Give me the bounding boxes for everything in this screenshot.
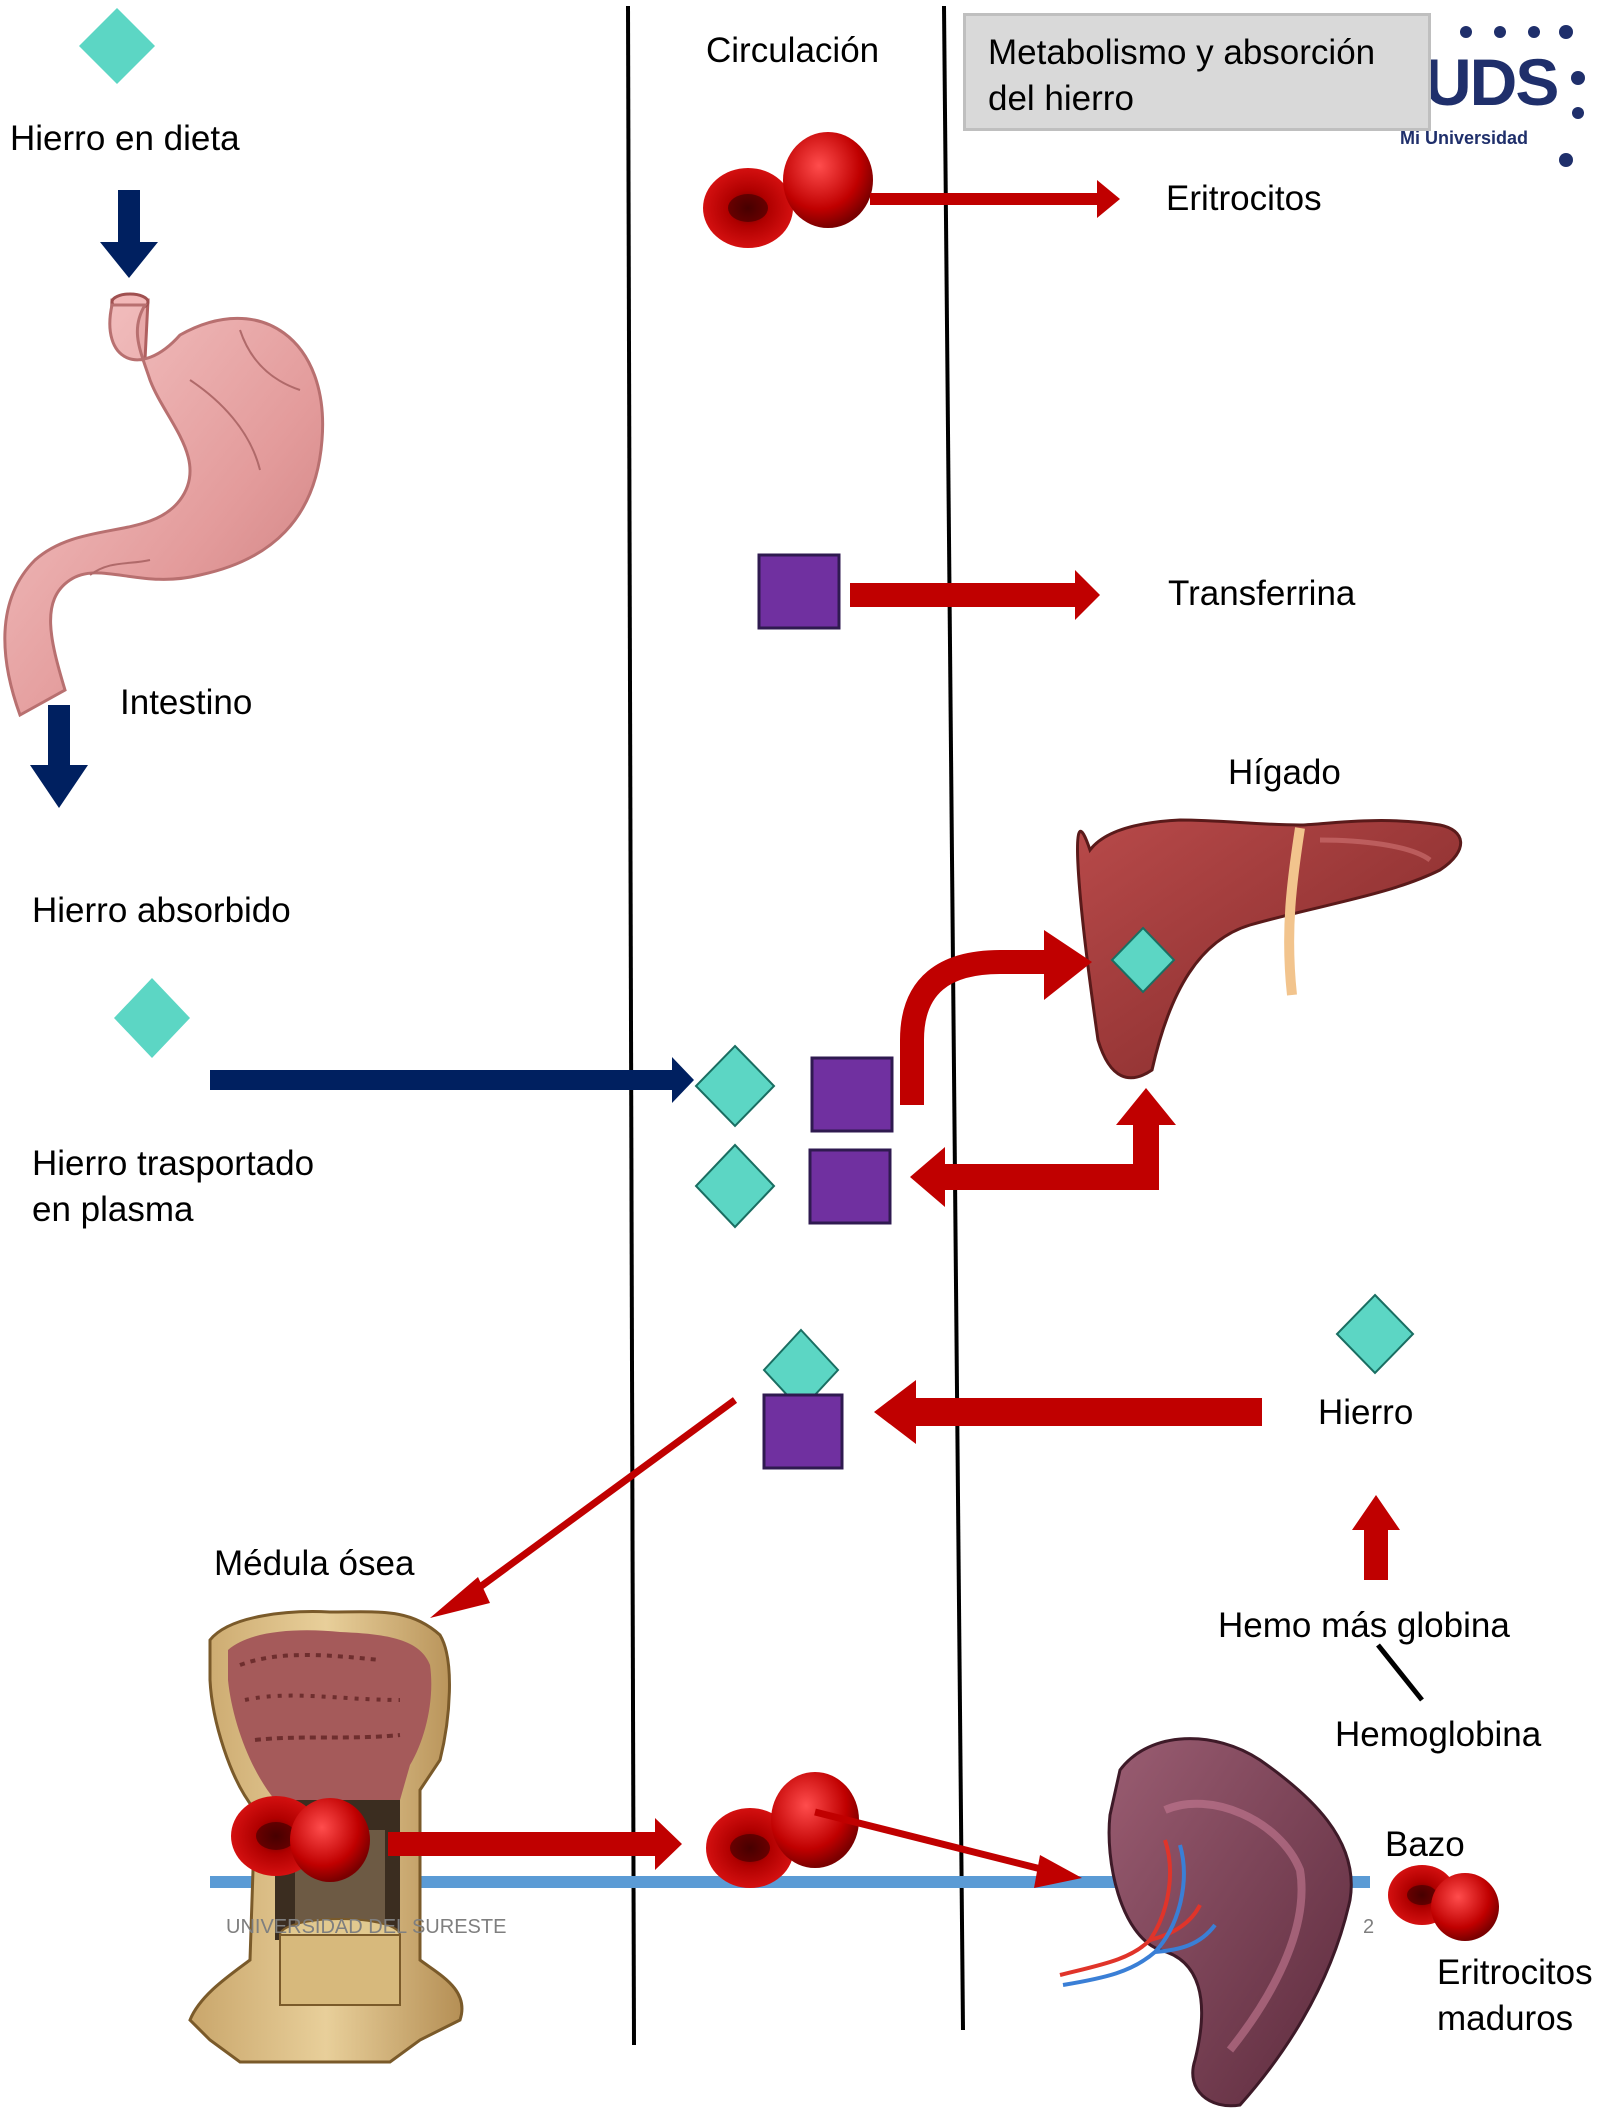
red-arrow-elbow-from-liver <box>910 1088 1176 1207</box>
logo-subtitle: Mi Universidad <box>1400 128 1528 149</box>
transferrin-square <box>759 555 839 628</box>
label-plasma-iron-1: Hierro trasportado <box>32 1141 314 1187</box>
red-blood-cell <box>703 132 873 248</box>
red-blood-cell <box>1388 1865 1499 1941</box>
label-mature-erythrocytes-1: Eritrocitos <box>1437 1950 1593 1996</box>
navy-arrow-right <box>210 1057 694 1103</box>
iron-diamond <box>79 8 155 84</box>
label-absorbed-iron: Hierro absorbido <box>32 888 291 934</box>
title-line-1: Metabolismo y absorción <box>988 30 1406 76</box>
red-arrow-curved-to-liver <box>912 930 1092 1105</box>
label-circulation: Circulación <box>706 28 879 74</box>
separator-left <box>628 6 634 2045</box>
label-heme-globin: Hemo más globina <box>1218 1603 1510 1649</box>
navy-arrow-down-intestine <box>30 705 88 808</box>
navy-arrow-down <box>100 190 158 278</box>
hemoglobin-connector <box>1378 1645 1422 1700</box>
iron-diamond <box>696 1046 774 1126</box>
title-line-2: del hierro <box>988 76 1406 122</box>
iron-diamond <box>696 1145 774 1227</box>
label-spleen: Bazo <box>1385 1822 1465 1868</box>
red-arrow-to-bone-marrow <box>430 1400 735 1618</box>
label-intestine: Intestino <box>120 680 252 726</box>
iron-diamond <box>114 978 190 1058</box>
red-arrow-up <box>1352 1495 1400 1580</box>
transferrin-square <box>810 1150 890 1223</box>
transferrin-square <box>812 1058 892 1131</box>
transferrin-square <box>764 1395 842 1468</box>
footer-text: UNIVERSIDAD DEL SURESTE <box>226 1916 506 1939</box>
label-bone-marrow: Médula ósea <box>214 1541 414 1587</box>
logo-text: UDS <box>1424 44 1557 120</box>
spleen-illustration <box>1060 1739 1351 2106</box>
label-iron: Hierro <box>1318 1390 1413 1436</box>
iron-diamond <box>1337 1295 1413 1373</box>
footer-page-number: 2 <box>1363 1916 1374 1939</box>
label-hemoglobin: Hemoglobina <box>1335 1712 1541 1758</box>
red-arrow-right <box>850 570 1100 620</box>
label-plasma-iron-2: en plasma <box>32 1187 193 1233</box>
red-blood-cell <box>706 1772 859 1888</box>
red-arrow-right <box>870 180 1120 218</box>
label-diet-iron: Hierro en dieta <box>10 116 240 162</box>
stomach-illustration <box>5 294 323 715</box>
red-arrow-right <box>388 1818 682 1870</box>
red-blood-cell <box>231 1796 370 1882</box>
title-box: Metabolismo y absorción del hierro <box>963 13 1431 131</box>
red-arrow-left <box>874 1380 1262 1444</box>
separator-right <box>944 6 963 2030</box>
label-erythrocytes: Eritrocitos <box>1166 176 1322 222</box>
label-liver: Hígado <box>1228 750 1341 796</box>
label-transferrin: Transferrina <box>1168 571 1355 617</box>
label-mature-erythrocytes-2: maduros <box>1437 1996 1573 2042</box>
